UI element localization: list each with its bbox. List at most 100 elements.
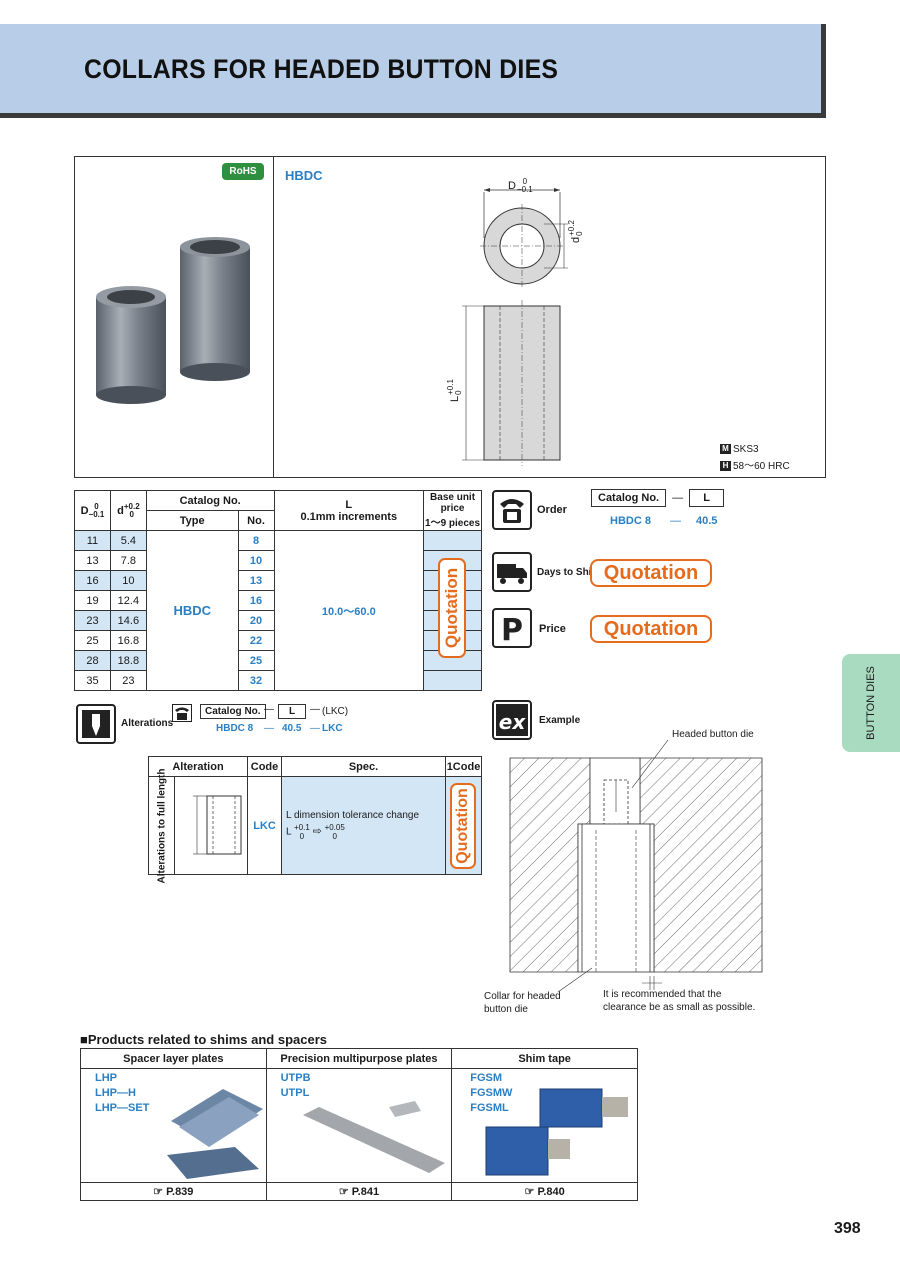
alt-ex-catalog: HBDC 8 <box>216 723 254 734</box>
truck-icon <box>492 552 532 592</box>
related-col-header: Precision multipurpose plates <box>265 1048 453 1069</box>
cell-D: 28 <box>74 650 111 671</box>
alt-ex-code: LKC <box>322 723 343 734</box>
related-page-link[interactable]: ☞ P.839 <box>80 1182 267 1201</box>
alt-row-code: LKC <box>247 776 282 875</box>
drill-icon <box>76 704 116 744</box>
alt-row-drawing <box>174 776 248 875</box>
alterations-label: Alterations <box>121 718 174 729</box>
order-L-header: L <box>689 489 725 507</box>
cell-price <box>423 670 482 691</box>
related-item-link[interactable]: FGSMW <box>470 1087 513 1099</box>
related-item-link[interactable]: UTPL <box>280 1087 310 1099</box>
table-row: 11 5.4 HBDC 8 10.0～60.0 <box>74 530 482 691</box>
related-item-link[interactable]: FGSM <box>470 1072 503 1084</box>
cell-price <box>423 530 482 551</box>
section-side-tab[interactable]: BUTTON DIES <box>842 654 900 752</box>
related-cell-shim: FGSM FGSMW FGSML <box>451 1068 638 1183</box>
alt-col-1code: 1Code <box>445 756 482 777</box>
cell-d: 10 <box>109 570 147 591</box>
related-item-link[interactable]: LHP—H <box>95 1087 136 1099</box>
alt-code-suffix: (LKC) <box>322 706 349 717</box>
cell-D: 19 <box>74 590 111 611</box>
cell-type: HBDC <box>145 530 239 691</box>
cell-D: 25 <box>74 630 111 651</box>
page-title: COLLARS FOR HEADED BUTTON DIES <box>84 54 559 84</box>
order-example-catalog: HBDC 8 <box>610 515 651 527</box>
headed-die-label: Headed button die <box>672 729 754 740</box>
related-page-link[interactable]: ☞ P.840 <box>451 1182 638 1201</box>
related-item-link[interactable]: UTPB <box>280 1072 311 1084</box>
cell-d: 18.8 <box>109 650 147 671</box>
page-ref-icon: ☞ <box>153 1186 167 1198</box>
related-cell-precision: UTPB UTPL <box>265 1068 453 1183</box>
related-col-header: Spacer layer plates <box>80 1048 267 1069</box>
related-item-link[interactable]: LHP <box>95 1072 117 1084</box>
header-banner <box>0 24 826 118</box>
order-catalog-header: Catalog No. <box>590 489 667 507</box>
product-panel <box>74 156 826 478</box>
collar-label-1: Collar for headed <box>484 991 561 1002</box>
page-number: 398 <box>834 1220 861 1237</box>
example-drawing <box>509 740 763 993</box>
col-type-header: Type <box>145 510 239 531</box>
cell-no: 13 <box>237 570 275 591</box>
svg-text:P: P <box>501 613 523 646</box>
related-page-link[interactable]: ☞ P.841 <box>265 1182 453 1201</box>
rohs-badge: RoHS <box>222 163 264 180</box>
spacer-plates-photo <box>167 1089 263 1179</box>
related-item-link[interactable]: LHP—SET <box>95 1102 150 1114</box>
alteration-table: Alteration Code Spec. 1Code Alterations … <box>148 756 482 883</box>
alt-ex-L: 40.5 <box>282 723 302 734</box>
collar-label-2: button die <box>484 1004 528 1015</box>
price-p-icon: P <box>492 608 532 648</box>
table-row: 28 18.8 25 <box>74 650 482 671</box>
col-no-header: No. <box>237 510 275 531</box>
related-col-header: Shim tape <box>451 1048 638 1069</box>
alt-catalog-header: Catalog No. <box>200 704 266 719</box>
table-row: 35 23 32 <box>74 670 482 691</box>
cell-d: 23 <box>109 670 147 691</box>
phone-small-icon <box>172 704 192 722</box>
note-line-2: clearance be as small as possible. <box>603 1002 756 1013</box>
alt-dash-1: — <box>264 704 274 715</box>
cell-d: 16.8 <box>109 630 147 651</box>
order-label: Order <box>537 504 567 516</box>
cell-no: 32 <box>237 670 275 691</box>
collar-small <box>96 297 166 395</box>
cell-d: 5.4 <box>109 530 147 551</box>
page-ref-icon: ☞ <box>524 1186 538 1198</box>
related-products-table: Spacer layer plates Precision multipurpo… <box>80 1048 638 1201</box>
cell-no: 8 <box>237 530 275 551</box>
order-format-table: Catalog No. — L <box>590 489 725 507</box>
cell-D: 16 <box>74 570 111 591</box>
phone-order-icon <box>492 490 532 530</box>
alt-row-price: Quotation <box>445 776 482 875</box>
svg-text:ex: ex <box>499 710 527 734</box>
cell-d: 14.6 <box>109 610 147 631</box>
collar-large <box>180 247 250 372</box>
price-label: Price <box>539 623 566 635</box>
cell-no: 16 <box>237 590 275 611</box>
example-icon: ex <box>492 700 532 740</box>
cell-d: 7.8 <box>109 550 147 571</box>
order-example-L: 40.5 <box>696 515 718 527</box>
alt-col-spec: Spec. <box>281 756 446 777</box>
order-dash: — <box>672 492 684 504</box>
order-example-dash: — <box>670 515 681 527</box>
related-item-link[interactable]: FGSML <box>470 1102 509 1114</box>
cell-d: 12.4 <box>109 590 147 611</box>
ship-quotation-badge: Quotation <box>590 559 712 587</box>
product-photo <box>96 237 250 404</box>
alt-ex-dash-1: — <box>264 723 274 734</box>
alt-dash-2: — <box>310 704 320 715</box>
cell-no: 22 <box>237 630 275 651</box>
